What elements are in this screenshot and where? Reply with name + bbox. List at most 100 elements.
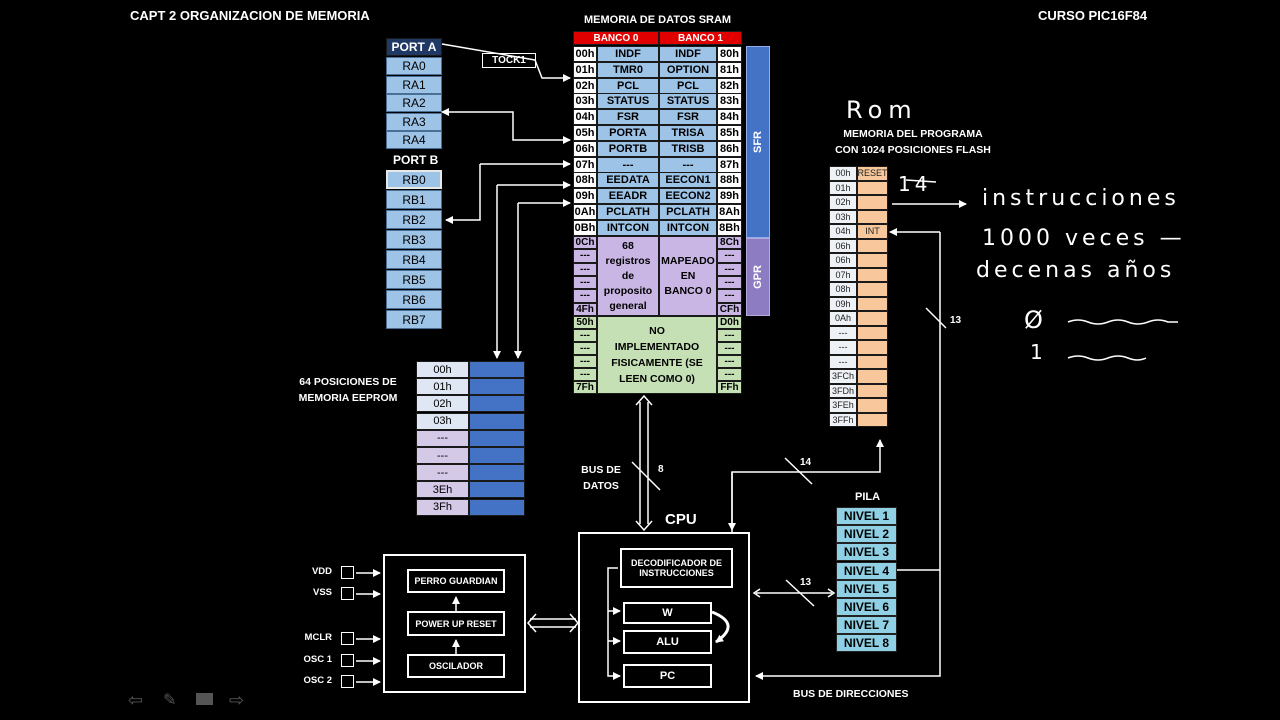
rom-data	[857, 253, 888, 268]
course-title: CURSO PIC16F84	[1038, 8, 1148, 23]
rom-addr: ---	[829, 340, 857, 355]
pin-box	[341, 675, 354, 688]
rom-addr: 0Ah	[829, 311, 857, 326]
note-14: 14	[898, 172, 932, 196]
note-line3: decenas años	[976, 258, 1176, 283]
stack-level: NIVEL 7	[836, 616, 897, 635]
sfr-addr-bank0: 0Ah	[573, 204, 597, 220]
sfr-addr-bank1: 80h	[717, 46, 742, 62]
page-title: CAPT 2 ORGANIZACION DE MEMORIA	[130, 8, 370, 23]
stack-level: NIVEL 2	[836, 525, 897, 544]
gpr-addr-bank0: 4Fh	[573, 302, 597, 316]
eeprom-addr: ---	[416, 447, 469, 464]
sfr-addr-bank1: 81h	[717, 61, 742, 78]
pin-box	[341, 566, 354, 579]
cpu-label: CPU	[665, 511, 697, 528]
gpr-addr-bank0: ---	[573, 289, 597, 303]
sfr-addr-bank0: 05h	[573, 125, 597, 141]
sram-title: MEMORIA DE DATOS SRAM	[584, 14, 732, 26]
rom-data	[857, 267, 888, 282]
eeprom-data-cell	[469, 395, 525, 413]
rom-addr: 09h	[829, 296, 857, 311]
port-a-pin: RA2	[386, 94, 442, 113]
alu-box: ALU	[623, 630, 712, 654]
pin-box	[341, 654, 354, 667]
next-arrow-icon[interactable]: ⇨	[229, 690, 245, 710]
gpr-addr-bank1: 8Ch	[717, 236, 742, 250]
sfr-bar: SFR	[746, 46, 770, 238]
rom-data	[857, 369, 888, 384]
stack-level: NIVEL 5	[836, 579, 897, 598]
pen-icon[interactable]: ✎	[163, 692, 177, 709]
ni-addr-bank0: ---	[573, 329, 597, 342]
sfr-addr-bank1: 89h	[717, 188, 742, 205]
rom-addr: 03h	[829, 209, 857, 224]
sfr-reg-bank1: INTCON	[659, 219, 717, 236]
rom-addr: 07h	[829, 267, 857, 282]
width-13-b: 13	[800, 577, 812, 588]
sfr-reg-bank1: PCL	[659, 77, 717, 94]
eeprom-data-cell	[469, 429, 525, 447]
width-13-a: 13	[950, 315, 962, 326]
rom-data	[857, 383, 888, 398]
rom-addr: ---	[829, 325, 857, 340]
menu-icon[interactable]	[196, 693, 213, 705]
eeprom-addr: ---	[416, 464, 469, 482]
decoder-box: DECODIFICADOR DE INSTRUCCIONES	[620, 548, 733, 588]
rom-data	[857, 209, 888, 224]
stack-level: NIVEL 4	[836, 561, 897, 580]
eeprom-addr: ---	[416, 429, 469, 447]
sfr-reg-bank1: FSR	[659, 109, 717, 126]
sfr-addr-bank0: 08h	[573, 172, 597, 189]
gpr-addr-bank0: ---	[573, 249, 597, 263]
sfr-reg-bank1: EECON2	[659, 188, 717, 205]
port-b-pin: RB5	[386, 270, 442, 289]
pin-label: OSC 2	[303, 675, 332, 686]
port-b-pin: RB0	[386, 170, 442, 189]
sfr-reg-bank0: PORTB	[597, 140, 659, 157]
pin-label: MCLR	[304, 632, 332, 643]
eeprom-data-cell	[469, 447, 525, 464]
eeprom-data-cell	[469, 498, 525, 516]
port-b-pin: RB7	[386, 310, 442, 329]
eeprom-data-cell	[469, 481, 525, 499]
port-a-pin: RA3	[386, 112, 442, 131]
stack-level: NIVEL 8	[836, 634, 897, 653]
pin-box	[341, 587, 354, 600]
sfr-addr-bank1: 88h	[717, 172, 742, 189]
bank0-header: BANCO 0	[573, 31, 659, 45]
ni-addr-bank0: ---	[573, 342, 597, 355]
power-reset-box: POWER UP RESET	[407, 611, 505, 636]
rom-addr: 3FFh	[829, 412, 857, 427]
eeprom-addr: 3Fh	[416, 498, 469, 516]
note-one: 1	[1030, 340, 1047, 364]
ni-addr-bank1: ---	[717, 342, 742, 355]
sfr-addr-bank0: 04h	[573, 109, 597, 126]
sfr-addr-bank0: 0Bh	[573, 219, 597, 236]
gpr-addr-bank1: ---	[717, 262, 742, 276]
gpr-bar: GPR	[746, 238, 770, 316]
ni-addr-bank1: FFh	[717, 381, 742, 394]
sfr-addr-bank0: 06h	[573, 140, 597, 157]
prev-arrow-icon[interactable]: ⇦	[128, 690, 144, 710]
rom-addr: 01h	[829, 180, 857, 195]
sfr-reg-bank1: EECON1	[659, 172, 717, 189]
eeprom-data-cell	[469, 412, 525, 430]
ni-addr-bank0: ---	[573, 368, 597, 381]
rom-addr: 3FEh	[829, 398, 857, 413]
sfr-reg-bank1: OPTION	[659, 61, 717, 78]
rom-handwritten: Rom	[846, 96, 918, 124]
sfr-reg-bank1: TRISA	[659, 125, 717, 141]
sfr-reg-bank1: STATUS	[659, 93, 717, 110]
rom-data	[857, 325, 888, 340]
sfr-addr-bank1: 85h	[717, 125, 742, 141]
sfr-addr-bank1: 87h	[717, 156, 742, 173]
sfr-reg-bank1: PCLATH	[659, 204, 717, 220]
sfr-addr-bank1: 83h	[717, 93, 742, 110]
eeprom-data-cell	[469, 361, 525, 378]
sfr-addr-bank1: 84h	[717, 109, 742, 126]
port-b-pin: RB3	[386, 230, 442, 249]
watchdog-box: PERRO GUARDIAN	[407, 569, 505, 593]
eeprom-addr: 02h	[416, 395, 469, 413]
sfr-reg-bank1: ---	[659, 156, 717, 173]
